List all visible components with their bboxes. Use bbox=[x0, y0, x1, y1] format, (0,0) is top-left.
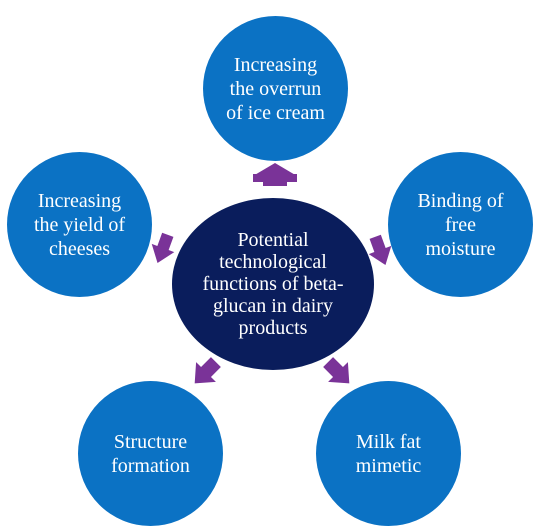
node-cheese-yield: Increasing the yield of cheeses bbox=[7, 152, 152, 297]
arrow-to-moisture bbox=[368, 234, 392, 266]
node-cheese-yield-label: Increasing the yield of cheeses bbox=[33, 189, 126, 260]
arrow-to-overrun-head bbox=[253, 163, 297, 176]
arrow-to-structure bbox=[194, 357, 221, 384]
node-milk-fat-mimetic-label: Milk fat mimetic bbox=[355, 430, 422, 477]
arrow-to-yield bbox=[151, 232, 175, 264]
node-binding-moisture: Binding of free moisture bbox=[388, 152, 533, 297]
node-center-functions-label: Potential technological functions of bet… bbox=[202, 229, 344, 339]
node-binding-moisture-label: Binding of free moisture bbox=[417, 189, 504, 260]
arrow-to-overrun bbox=[253, 174, 297, 186]
node-ice-cream-overrun-label: Increasing the overrun of ice cream bbox=[226, 53, 325, 124]
node-structure-formation-label: Structure formation bbox=[111, 430, 190, 477]
node-center-functions: Potential technological functions of bet… bbox=[172, 198, 374, 370]
node-structure-formation: Structure formation bbox=[78, 381, 223, 526]
node-ice-cream-overrun: Increasing the overrun of ice cream bbox=[203, 16, 348, 161]
node-milk-fat-mimetic: Milk fat mimetic bbox=[316, 381, 461, 526]
arrow-to-milkfat bbox=[323, 357, 350, 384]
